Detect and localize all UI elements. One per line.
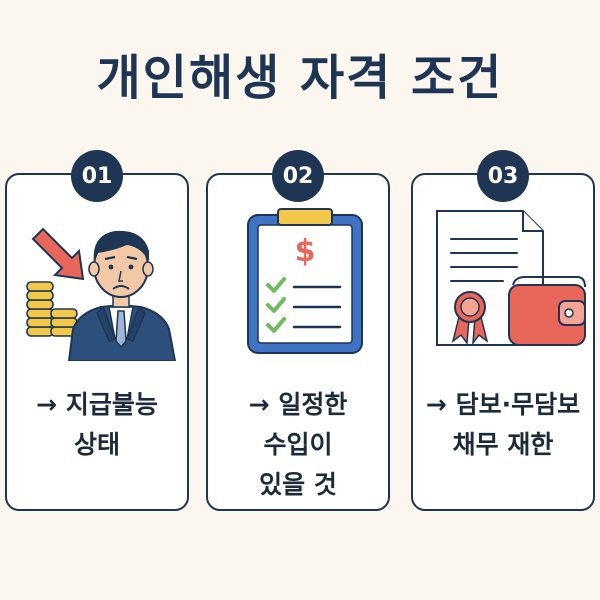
arrow-down-icon	[31, 227, 85, 281]
card-label-line: → 지급불능	[36, 390, 158, 419]
step-badge: 03	[477, 150, 529, 202]
seal-ribbon-icon	[451, 291, 489, 346]
illustration-insolvent-person	[17, 201, 181, 362]
card-label: → 지급불능 상태	[7, 385, 187, 465]
card-label-line: 채무 재한	[452, 430, 554, 459]
dollar-sign-icon: $	[295, 234, 316, 269]
coin-stack-icon	[26, 281, 78, 337]
card-steady-income: 02 $ → 일정한 수입이 있을 것	[206, 150, 390, 511]
step-badge: 01	[71, 150, 123, 202]
card-label-line: 있을 것	[259, 470, 337, 499]
page-title: 개인해생 자격 조건	[96, 50, 504, 106]
card-label-line: 수입이	[263, 430, 333, 459]
card-label: → 일정한 수입이 있을 것	[208, 385, 388, 505]
step-badge: 02	[272, 150, 324, 202]
wallet-icon	[508, 276, 586, 346]
card-insolvency: 01	[5, 150, 189, 511]
card-label: → 담보·무담보 채무 재한	[413, 385, 593, 465]
card-label-line: → 일정한	[248, 390, 348, 419]
card-debt-limit: 03	[411, 150, 595, 511]
card-label-line: → 담보·무담보	[425, 390, 581, 419]
card-label-line: 상태	[73, 430, 120, 459]
svg-text:$: $	[295, 234, 316, 269]
clipboard-icon	[247, 208, 363, 354]
worried-businessman-icon	[67, 230, 177, 362]
illustration-debt-document	[423, 201, 587, 361]
illustration-income-clipboard: $	[218, 201, 382, 361]
check-icon	[266, 277, 286, 333]
